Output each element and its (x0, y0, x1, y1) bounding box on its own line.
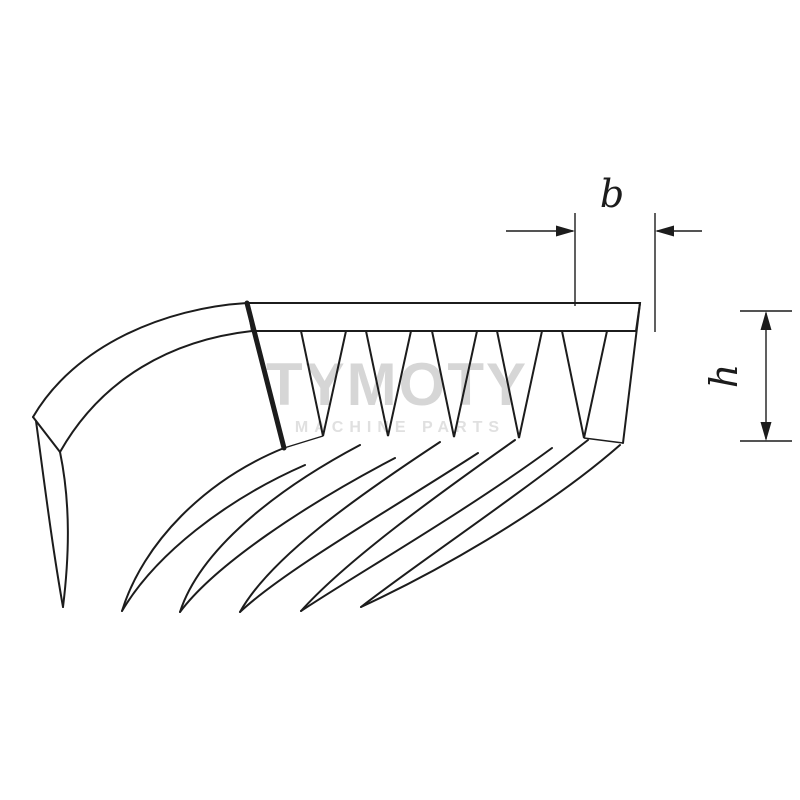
dimension-b-arrow-right (655, 225, 674, 237)
belt-rib-grooves (283, 330, 624, 449)
dimension-h-label: h (702, 364, 746, 388)
belt-rib-stripes (35, 420, 621, 613)
dimension-b-label: b (600, 172, 624, 216)
dimension-h: h (702, 310, 792, 442)
watermark-title: TYMOTY (266, 351, 528, 418)
dimension-b-arrow-left (556, 225, 575, 237)
dimension-h-arrow-bottom (760, 422, 772, 441)
belt-left-end-edge (244, 300, 287, 451)
belt-bend-curves (32, 302, 253, 453)
watermark: TYMOTY MACHINE PARTS (266, 351, 528, 436)
dimension-h-arrow-top (760, 311, 772, 330)
poly-v-belt-drawing (32, 300, 642, 613)
dimension-b: b (506, 172, 702, 332)
watermark-subtitle: MACHINE PARTS (295, 419, 505, 436)
belt-right-end-edge (622, 302, 641, 444)
